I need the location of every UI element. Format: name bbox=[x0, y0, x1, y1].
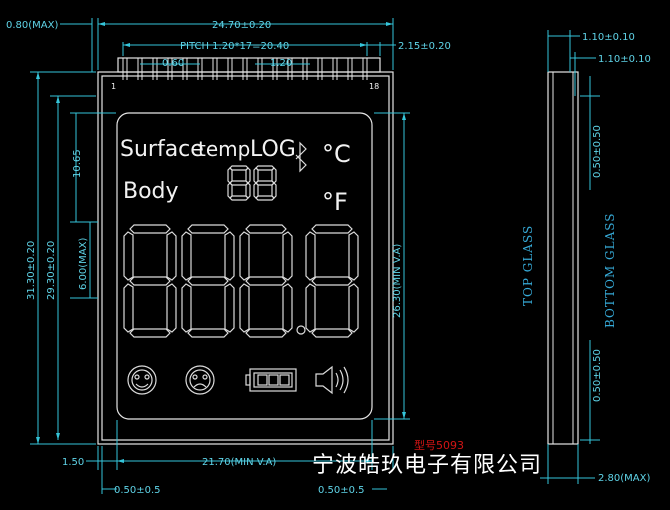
pin-18-label: 18 bbox=[369, 82, 379, 91]
sad-face-icon bbox=[185, 365, 215, 395]
lcd-content: Surface temp LOG Body °C °F bbox=[120, 137, 359, 395]
dim-tl-max: 0.80(MAX) bbox=[6, 20, 58, 31]
dim-pin-pitch: 1.20 bbox=[270, 58, 292, 69]
happy-face-icon bbox=[127, 365, 157, 395]
top-glass-label: TOP GLASS bbox=[521, 225, 535, 306]
dim-pin-width: 0.60 bbox=[162, 58, 184, 69]
big-digit-1 bbox=[123, 224, 177, 338]
model-number: 型号5093 bbox=[414, 438, 464, 452]
dim-side-max: 2.80(MAX) bbox=[598, 473, 650, 484]
temp-label: temp bbox=[198, 137, 250, 161]
dim-height-glass: 29.30±0.20 bbox=[46, 241, 57, 300]
big-digit-4 bbox=[305, 224, 359, 338]
speaker-icon bbox=[315, 365, 349, 395]
dim-pitch: PITCH 1.20*17=20.40 bbox=[180, 41, 289, 52]
dim-va-offset: 10.65 bbox=[72, 149, 83, 178]
dim-va-width: 21.70(MIN V.A) bbox=[202, 457, 276, 468]
surface-label: Surface bbox=[120, 137, 204, 162]
dim-pin-len: 6.00(MAX) bbox=[78, 238, 89, 290]
decimal-point bbox=[296, 325, 306, 335]
dim-height-total: 31.30±0.20 bbox=[26, 241, 37, 300]
dim-bl-offset: 0.50±0.5 bbox=[114, 485, 161, 496]
dim-side-top1: 1.10±0.10 bbox=[582, 32, 635, 43]
small-digit-2 bbox=[253, 165, 277, 201]
dim-side-top2: 1.10±0.10 bbox=[598, 54, 651, 65]
pin-strip bbox=[122, 58, 368, 80]
dim-br-offset: 0.50±0.5 bbox=[318, 485, 365, 496]
company-name: 宁波皓玖电子有限公司 bbox=[312, 453, 542, 478]
dim-width-total: 24.70±0.20 bbox=[212, 20, 271, 31]
side-view: TOP GLASS BOTTOM GLASS 1.10±0.10 1.10±0.… bbox=[521, 30, 651, 484]
dim-side-gap-top: 0.50±0.50 bbox=[592, 125, 603, 178]
dim-side-gap-bottom: 0.50±0.50 bbox=[592, 349, 603, 402]
big-digit-3 bbox=[239, 224, 293, 338]
pin-band bbox=[117, 57, 381, 73]
viewing-area bbox=[116, 112, 373, 420]
small-digit-1 bbox=[227, 165, 251, 201]
big-digit-2 bbox=[181, 224, 235, 338]
pin-1-label: 1 bbox=[111, 82, 116, 91]
front-dimensions: 24.70±0.20 0.80(MAX) PITCH 1.20*17=20.40… bbox=[6, 18, 451, 496]
front-view: 1 18 bbox=[97, 57, 394, 445]
inner-glass-outline bbox=[101, 75, 390, 441]
dim-right-offset: 2.15±0.20 bbox=[398, 41, 451, 52]
log-label: LOG bbox=[250, 137, 296, 162]
battery-icon bbox=[245, 368, 297, 392]
bottom-glass-label: BOTTOM GLASS bbox=[603, 213, 617, 329]
dim-va-height: 26.30(MIN V.A) bbox=[392, 244, 403, 318]
celsius-label: °C bbox=[322, 140, 351, 168]
fahrenheit-label: °F bbox=[322, 188, 348, 216]
bluetooth-icon bbox=[295, 141, 307, 173]
body-label: Body bbox=[123, 179, 179, 204]
dim-left-margin: 1.50 bbox=[62, 457, 84, 468]
